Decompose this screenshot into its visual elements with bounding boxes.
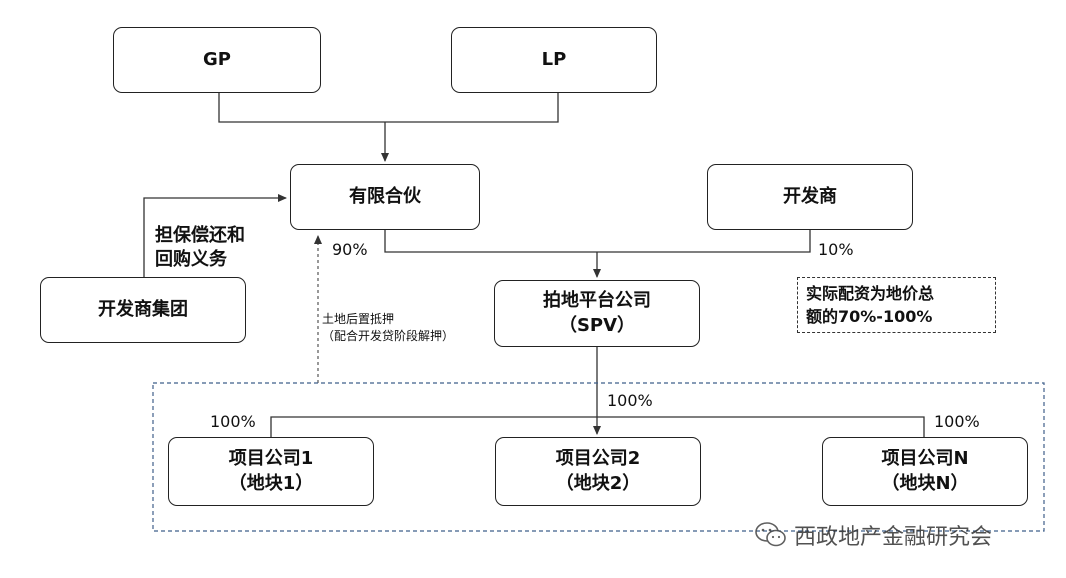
project-company-2-line1: 项目公司2 xyxy=(555,448,641,470)
funding-ratio-note-line1: 实际配资为地价总 xyxy=(806,284,935,303)
developer-group-node: 开发商集团 xyxy=(40,277,246,343)
platform-spv-node: 拍地平台公司 （SPV） xyxy=(494,280,700,347)
project-company-1-line1: 项目公司1 xyxy=(228,448,314,470)
developer-share-label: 10% xyxy=(818,240,854,259)
project-company-1-line2: （地块1） xyxy=(228,472,314,494)
developer-group-node-label: 开发商集团 xyxy=(98,298,188,320)
group-to-partnership-connector xyxy=(143,194,287,277)
spv-to-projects-connector xyxy=(270,416,925,437)
funding-ratio-note-line2: 额的70%-100% xyxy=(806,307,933,327)
project-company-n-line1: 项目公司N xyxy=(881,448,969,470)
project-n-share-label: 100% xyxy=(934,412,980,431)
partnership-share-label: 90% xyxy=(332,240,368,259)
partnership-node: 有限合伙 xyxy=(290,164,480,230)
project-company-n-line2: （地块N） xyxy=(881,472,969,494)
partnership-node-label: 有限合伙 xyxy=(349,185,421,207)
wechat-icon xyxy=(755,522,786,547)
developer-node-label: 开发商 xyxy=(783,185,837,207)
watermark-text: 西政地产金融研究会 xyxy=(794,525,993,550)
mortgage-label-line1: 土地后置抵押 xyxy=(322,312,395,326)
watermark: 西政地产金融研究会 xyxy=(754,519,992,551)
project-company-n-node: 项目公司N （地块N） xyxy=(822,437,1028,506)
lp-node-label: LP xyxy=(541,48,567,70)
guarantee-label-line2: 回购义务 xyxy=(155,249,227,271)
owners-to-spv-connector xyxy=(384,230,811,253)
project-company-2-node: 项目公司2 （地块2） xyxy=(495,437,701,506)
project-company-2-line2: （地块2） xyxy=(555,472,641,494)
developer-node: 开发商 xyxy=(707,164,913,230)
project-companies-group-border xyxy=(152,382,1045,532)
gp-node-label: GP xyxy=(203,48,231,70)
project-company-1-node: 项目公司1 （地块1） xyxy=(168,437,374,506)
spv-share-label: 100% xyxy=(607,391,653,410)
mortgage-label-line2: （配合开发贷阶段解押） xyxy=(322,329,455,344)
platform-spv-line2: （SPV） xyxy=(558,314,636,336)
gp-lp-to-partnership-connector xyxy=(218,93,559,123)
funding-ratio-note: 实际配资为地价总 额的70%-100% xyxy=(797,277,996,333)
gp-node: GP xyxy=(113,27,321,93)
guarantee-label: 担保偿还和 回购义务 xyxy=(155,224,245,273)
guarantee-label-line1: 担保偿还和 xyxy=(155,225,245,246)
platform-spv-line1: 拍地平台公司 xyxy=(543,290,651,312)
lp-node: LP xyxy=(451,27,657,93)
mortgage-label: 土地后置抵押 （配合开发贷阶段解押） xyxy=(322,311,454,346)
project-1-share-label: 100% xyxy=(210,412,256,431)
